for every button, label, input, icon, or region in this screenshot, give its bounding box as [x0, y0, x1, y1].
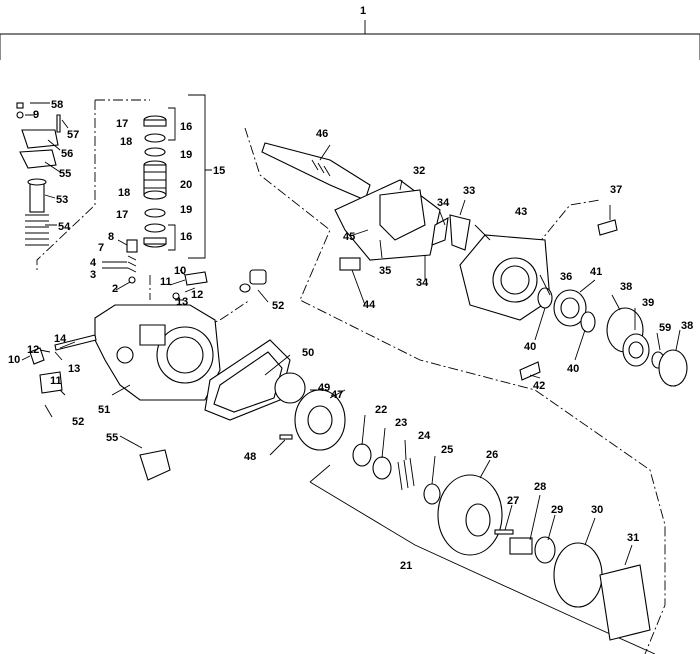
callout-35: 35: [379, 265, 391, 277]
callout-26: 26: [486, 449, 498, 461]
callout-32: 32: [413, 165, 425, 177]
callout-36: 36: [560, 271, 572, 283]
callout-49: 49: [318, 382, 330, 394]
callout-16a: 16: [180, 121, 192, 133]
callout-20: 20: [180, 179, 192, 191]
callout-40a: 40: [524, 341, 536, 353]
callout-27: 27: [507, 495, 519, 507]
main-housing: [94, 304, 221, 401]
callout-55a: 55: [59, 168, 71, 180]
callout-52b: 52: [72, 416, 84, 428]
left-cover-stack: [16, 102, 61, 246]
callout-18b: 18: [118, 187, 130, 199]
callout-23: 23: [395, 417, 407, 429]
callout-40b: 40: [567, 363, 579, 375]
callout-46: 46: [316, 128, 328, 140]
callout-16b: 16: [180, 231, 192, 243]
callout-31: 31: [627, 532, 639, 544]
callout-59: 59: [659, 322, 671, 334]
callout-38b: 38: [681, 320, 693, 332]
callout-53: 53: [56, 194, 68, 206]
gasket-50: [204, 339, 291, 421]
callout-55b: 55: [106, 432, 118, 444]
callout-25: 25: [441, 444, 453, 456]
callout-41: 41: [590, 266, 602, 278]
callout-28: 28: [534, 481, 546, 493]
callout-19a: 19: [180, 149, 192, 161]
assembly-bracket: [0, 20, 700, 60]
swashplate-assembly: [334, 179, 471, 271]
port-plate-group: [274, 372, 346, 451]
callout-1: 1: [360, 5, 366, 17]
callout-38a: 38: [620, 281, 632, 293]
callout-7: 7: [98, 242, 104, 254]
callout-13a: 13: [176, 296, 188, 308]
callout-30: 30: [591, 504, 603, 516]
callout-37: 37: [610, 184, 622, 196]
plug-52-upper: [239, 269, 267, 293]
relief-valve-stack: [143, 94, 212, 259]
callout-54: 54: [58, 221, 71, 233]
callout-11b: 11: [50, 375, 62, 387]
callout-58: 58: [51, 99, 63, 111]
callout-10b: 10: [8, 354, 20, 366]
callout-14: 14: [54, 333, 67, 345]
part-number-callouts: 1 2 3 4 7 8 9 10 10 11 11 12 12 13 13 14…: [8, 5, 693, 572]
callout-19b: 19: [180, 204, 192, 216]
callout-45: 45: [343, 231, 355, 243]
callout-48: 48: [244, 451, 256, 463]
leader-lines: [21, 102, 681, 566]
callout-4: 4: [90, 257, 97, 269]
callout-10a: 10: [174, 265, 186, 277]
callout-56: 56: [61, 148, 73, 160]
cover-55-lower: [139, 449, 171, 481]
callout-17a: 17: [116, 118, 128, 130]
callout-34b: 34: [416, 277, 429, 289]
bearings-and-rings: [519, 219, 688, 387]
callout-21: 21: [400, 560, 412, 572]
callout-22: 22: [375, 404, 387, 416]
callout-43: 43: [515, 206, 527, 218]
callout-9: 9: [33, 109, 39, 121]
callout-47: 47: [331, 389, 343, 401]
callout-18a: 18: [120, 136, 132, 148]
callout-51: 51: [98, 404, 110, 416]
callout-11a: 11: [160, 276, 172, 288]
callout-50: 50: [302, 347, 314, 359]
callout-3: 3: [90, 269, 96, 281]
callout-8: 8: [108, 231, 114, 243]
callout-13b: 13: [68, 363, 80, 375]
callout-12b: 12: [27, 344, 39, 356]
callout-24: 24: [418, 430, 431, 442]
callout-34a: 34: [437, 197, 450, 209]
callout-12a: 12: [191, 289, 203, 301]
drive-shaft: [261, 142, 371, 201]
callout-15: 15: [213, 165, 225, 177]
callout-57: 57: [67, 129, 79, 141]
callout-44: 44: [363, 299, 376, 311]
end-cover-43: [459, 234, 551, 321]
callout-2: 2: [112, 283, 118, 295]
callout-29: 29: [551, 504, 563, 516]
callout-17b: 17: [116, 209, 128, 221]
callout-33: 33: [463, 185, 475, 197]
callout-52a: 52: [272, 300, 284, 312]
callout-42: 42: [533, 380, 545, 392]
callout-39: 39: [642, 297, 654, 309]
rotating-group: [352, 443, 651, 641]
